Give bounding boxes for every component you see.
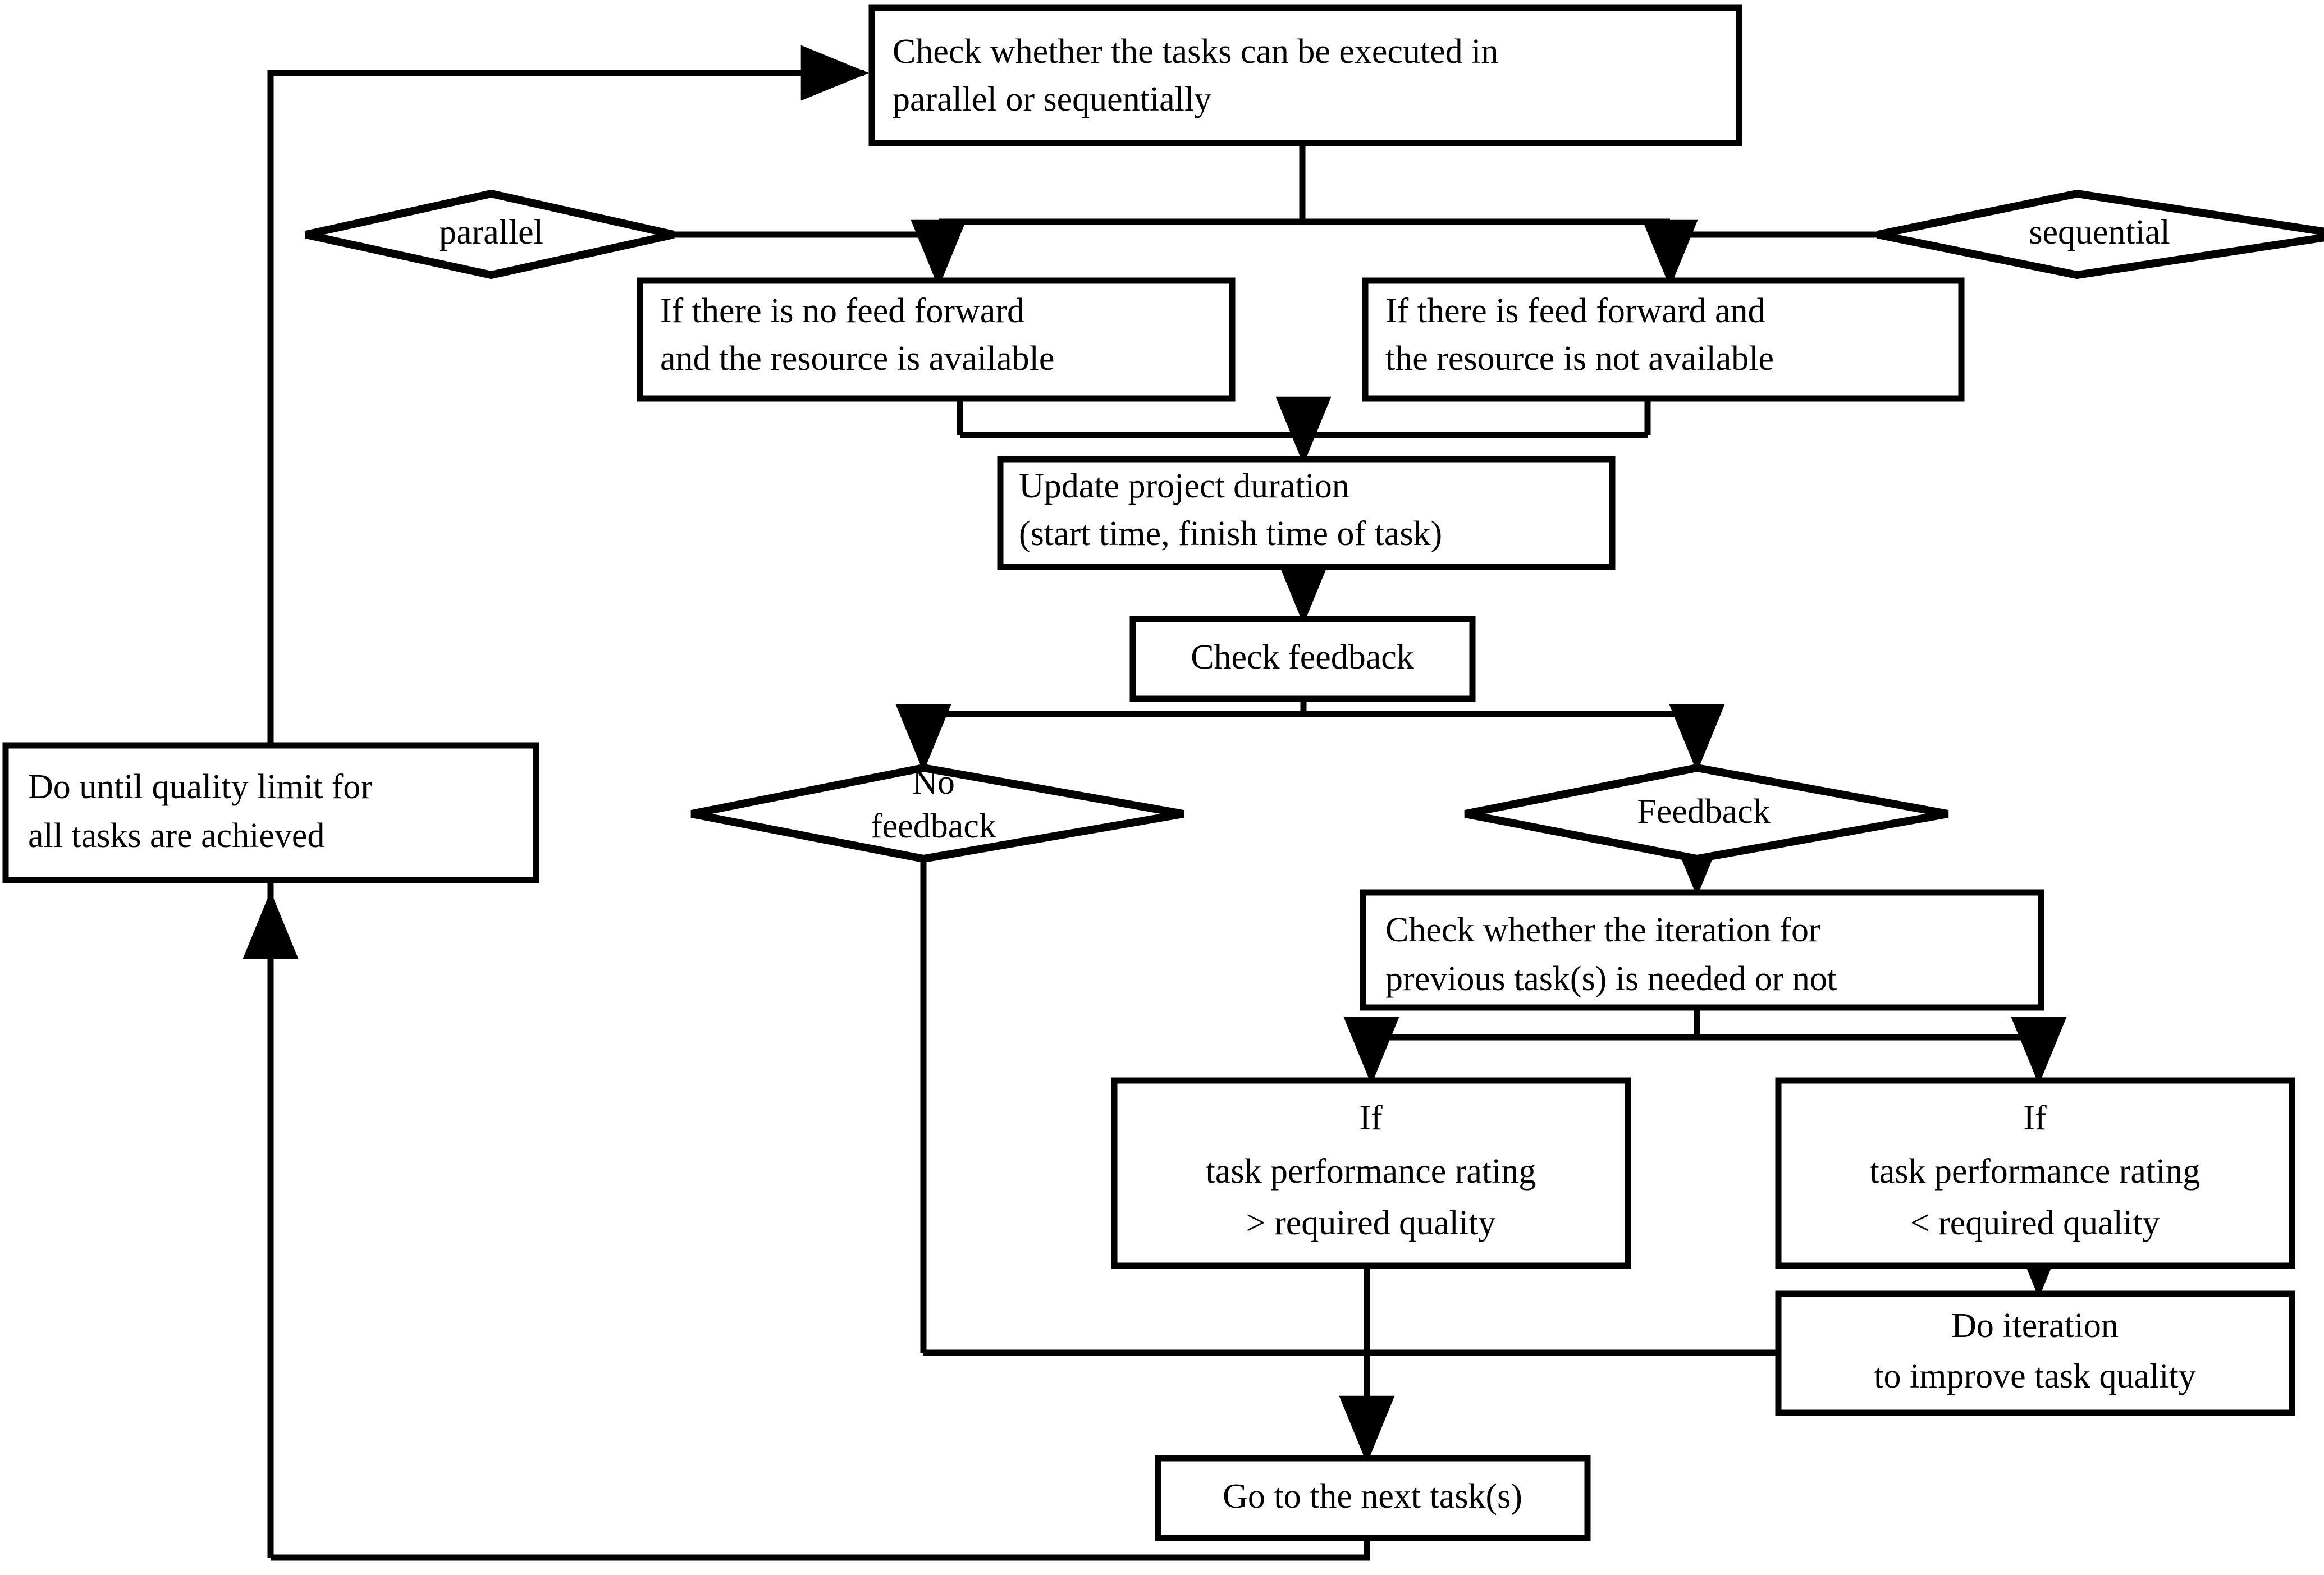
- edge-check-iteration-split: [1343, 1008, 2067, 1085]
- edge-no-feedback-to-next-task: [920, 859, 1781, 1356]
- node-check-iteration-line-1: Check whether the iteration for: [1385, 911, 1820, 949]
- node-sequential-diamond[interactable]: sequential: [1877, 189, 2324, 280]
- node-no-feedback-diamond[interactable]: No feedback: [690, 763, 1184, 863]
- node-check-feedback[interactable]: Check feedback: [1129, 616, 1476, 702]
- node-do-iteration-line-2: to improve task quality: [1874, 1357, 2195, 1395]
- node-check-iteration[interactable]: Check whether the iteration for previous…: [1360, 889, 2044, 1011]
- node-update-duration-line-1: Update project duration: [1019, 467, 1349, 505]
- node-feed-forward-line-2: the resource is not available: [1385, 340, 1774, 378]
- node-check-parallel[interactable]: Check whether the tasks can be executed …: [868, 4, 1742, 146]
- node-do-until-quality-line-2: all tasks are achieved: [28, 817, 324, 855]
- node-feedback-diamond[interactable]: Feedback: [1464, 763, 1949, 863]
- node-rating-above-line-1: If: [1359, 1099, 1383, 1137]
- node-no-feedback-line-2: feedback: [871, 807, 996, 845]
- node-rating-below-line-2: task performance rating: [1870, 1152, 2201, 1191]
- node-rating-below-line-1: If: [2023, 1099, 2047, 1137]
- node-update-duration-line-2: (start time, finish time of task): [1019, 515, 1442, 553]
- edge-check-parallel-split: [911, 143, 1698, 288]
- node-check-feedback-label: Check feedback: [1191, 638, 1414, 676]
- node-next-task[interactable]: Go to the next task(s): [1155, 1455, 1591, 1541]
- node-no-feed-forward-line-1: If there is no feed forward: [660, 292, 1024, 330]
- node-sequential-label: sequential: [2029, 213, 2170, 251]
- node-parallel-diamond[interactable]: parallel: [305, 189, 675, 280]
- edge-check-feedback-split: [895, 699, 1725, 772]
- node-feed-forward[interactable]: If there is feed forward and the resourc…: [1362, 277, 1965, 402]
- node-do-iteration[interactable]: Do iteration to improve task quality: [1775, 1290, 2295, 1416]
- node-check-parallel-line-2: parallel or sequentially: [893, 80, 1211, 118]
- node-check-parallel-line-1: Check whether the tasks can be executed …: [893, 33, 1498, 71]
- node-rating-above-line-3: > required quality: [1246, 1204, 1496, 1242]
- edge-conditions-merge-update: [957, 396, 1651, 465]
- node-no-feed-forward[interactable]: If there is no feed forward and the reso…: [637, 277, 1236, 402]
- node-rating-below[interactable]: If task performance rating < required qu…: [1775, 1077, 2295, 1269]
- node-feed-forward-line-1: If there is feed forward and: [1385, 292, 1765, 330]
- node-parallel-label: parallel: [439, 213, 543, 251]
- node-feedback-label: Feedback: [1637, 793, 1771, 831]
- node-rating-above-line-2: task performance rating: [1206, 1152, 1536, 1191]
- node-update-duration[interactable]: Update project duration (start time, fin…: [997, 456, 1616, 570]
- node-no-feed-forward-line-2: and the resource is available: [660, 340, 1054, 378]
- node-no-feedback-line-1: No: [912, 763, 955, 802]
- node-next-task-label: Go to the next task(s): [1223, 1477, 1522, 1516]
- node-rating-above[interactable]: If task performance rating > required qu…: [1111, 1077, 1631, 1269]
- node-check-iteration-line-2: previous task(s) is needed or not: [1385, 960, 1837, 998]
- node-do-until-quality[interactable]: Do until quality limit for all tasks are…: [2, 742, 539, 883]
- node-do-iteration-line-1: Do iteration: [1951, 1307, 2119, 1345]
- node-do-until-quality-line-1: Do until quality limit for: [28, 768, 372, 806]
- edge-loop-to-check-parallel: [267, 45, 869, 1558]
- node-rating-below-line-3: < required quality: [1910, 1204, 2160, 1242]
